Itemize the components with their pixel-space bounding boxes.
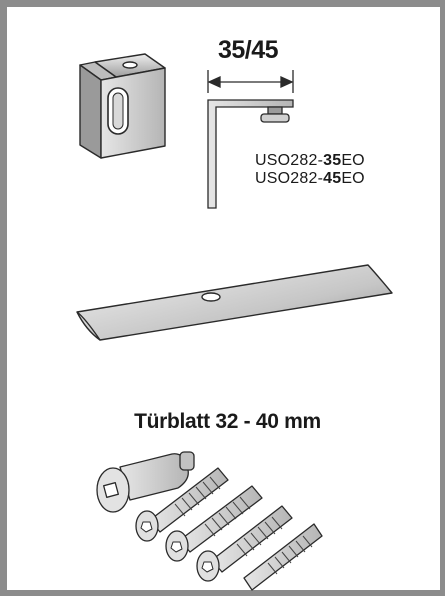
bracket-profile-icon [207, 70, 294, 209]
door-thickness-label: Türblatt 32 - 40 mm [134, 410, 321, 433]
part-number-35: USO282-35EO [255, 152, 365, 169]
cover-strip-icon [76, 264, 393, 341]
screw-set-icon [96, 451, 323, 591]
dimension-label: 35/45 [218, 36, 279, 64]
part-number-45: USO282-45EO [255, 170, 365, 187]
angle-bracket-icon [79, 53, 166, 159]
